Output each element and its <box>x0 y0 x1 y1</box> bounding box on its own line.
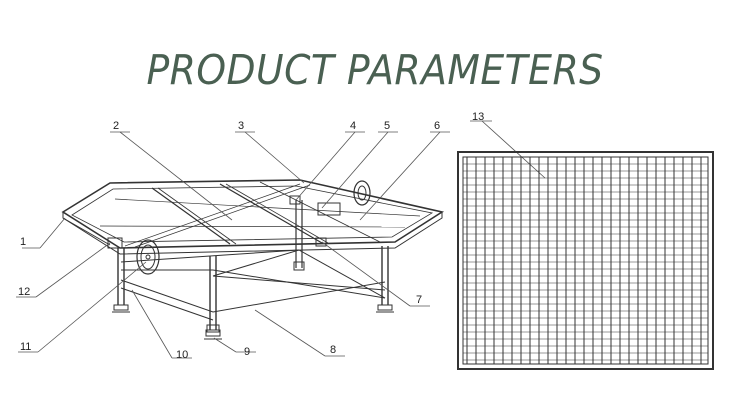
callout-2: 2 <box>113 120 119 132</box>
callout-6: 6 <box>434 120 440 132</box>
callout-1: 1 <box>20 236 26 248</box>
page-title: PRODUCT PARAMETERS <box>146 46 604 94</box>
bench-drawing <box>61 179 445 340</box>
callout-5: 5 <box>384 120 390 132</box>
callout-11: 11 <box>20 341 31 353</box>
callout-4: 4 <box>350 120 356 132</box>
callout-10: 10 <box>176 349 188 361</box>
callout-9: 9 <box>244 346 250 358</box>
leader-lines <box>16 120 546 359</box>
callout-3: 3 <box>238 120 244 132</box>
callout-13: 13 <box>472 111 484 123</box>
callout-8: 8 <box>330 344 336 356</box>
callout-labels: 1 2 3 4 5 6 7 8 9 10 11 12 13 <box>18 111 484 361</box>
callout-7: 7 <box>416 294 422 306</box>
mesh-panel <box>457 151 714 370</box>
callout-12: 12 <box>18 286 30 298</box>
